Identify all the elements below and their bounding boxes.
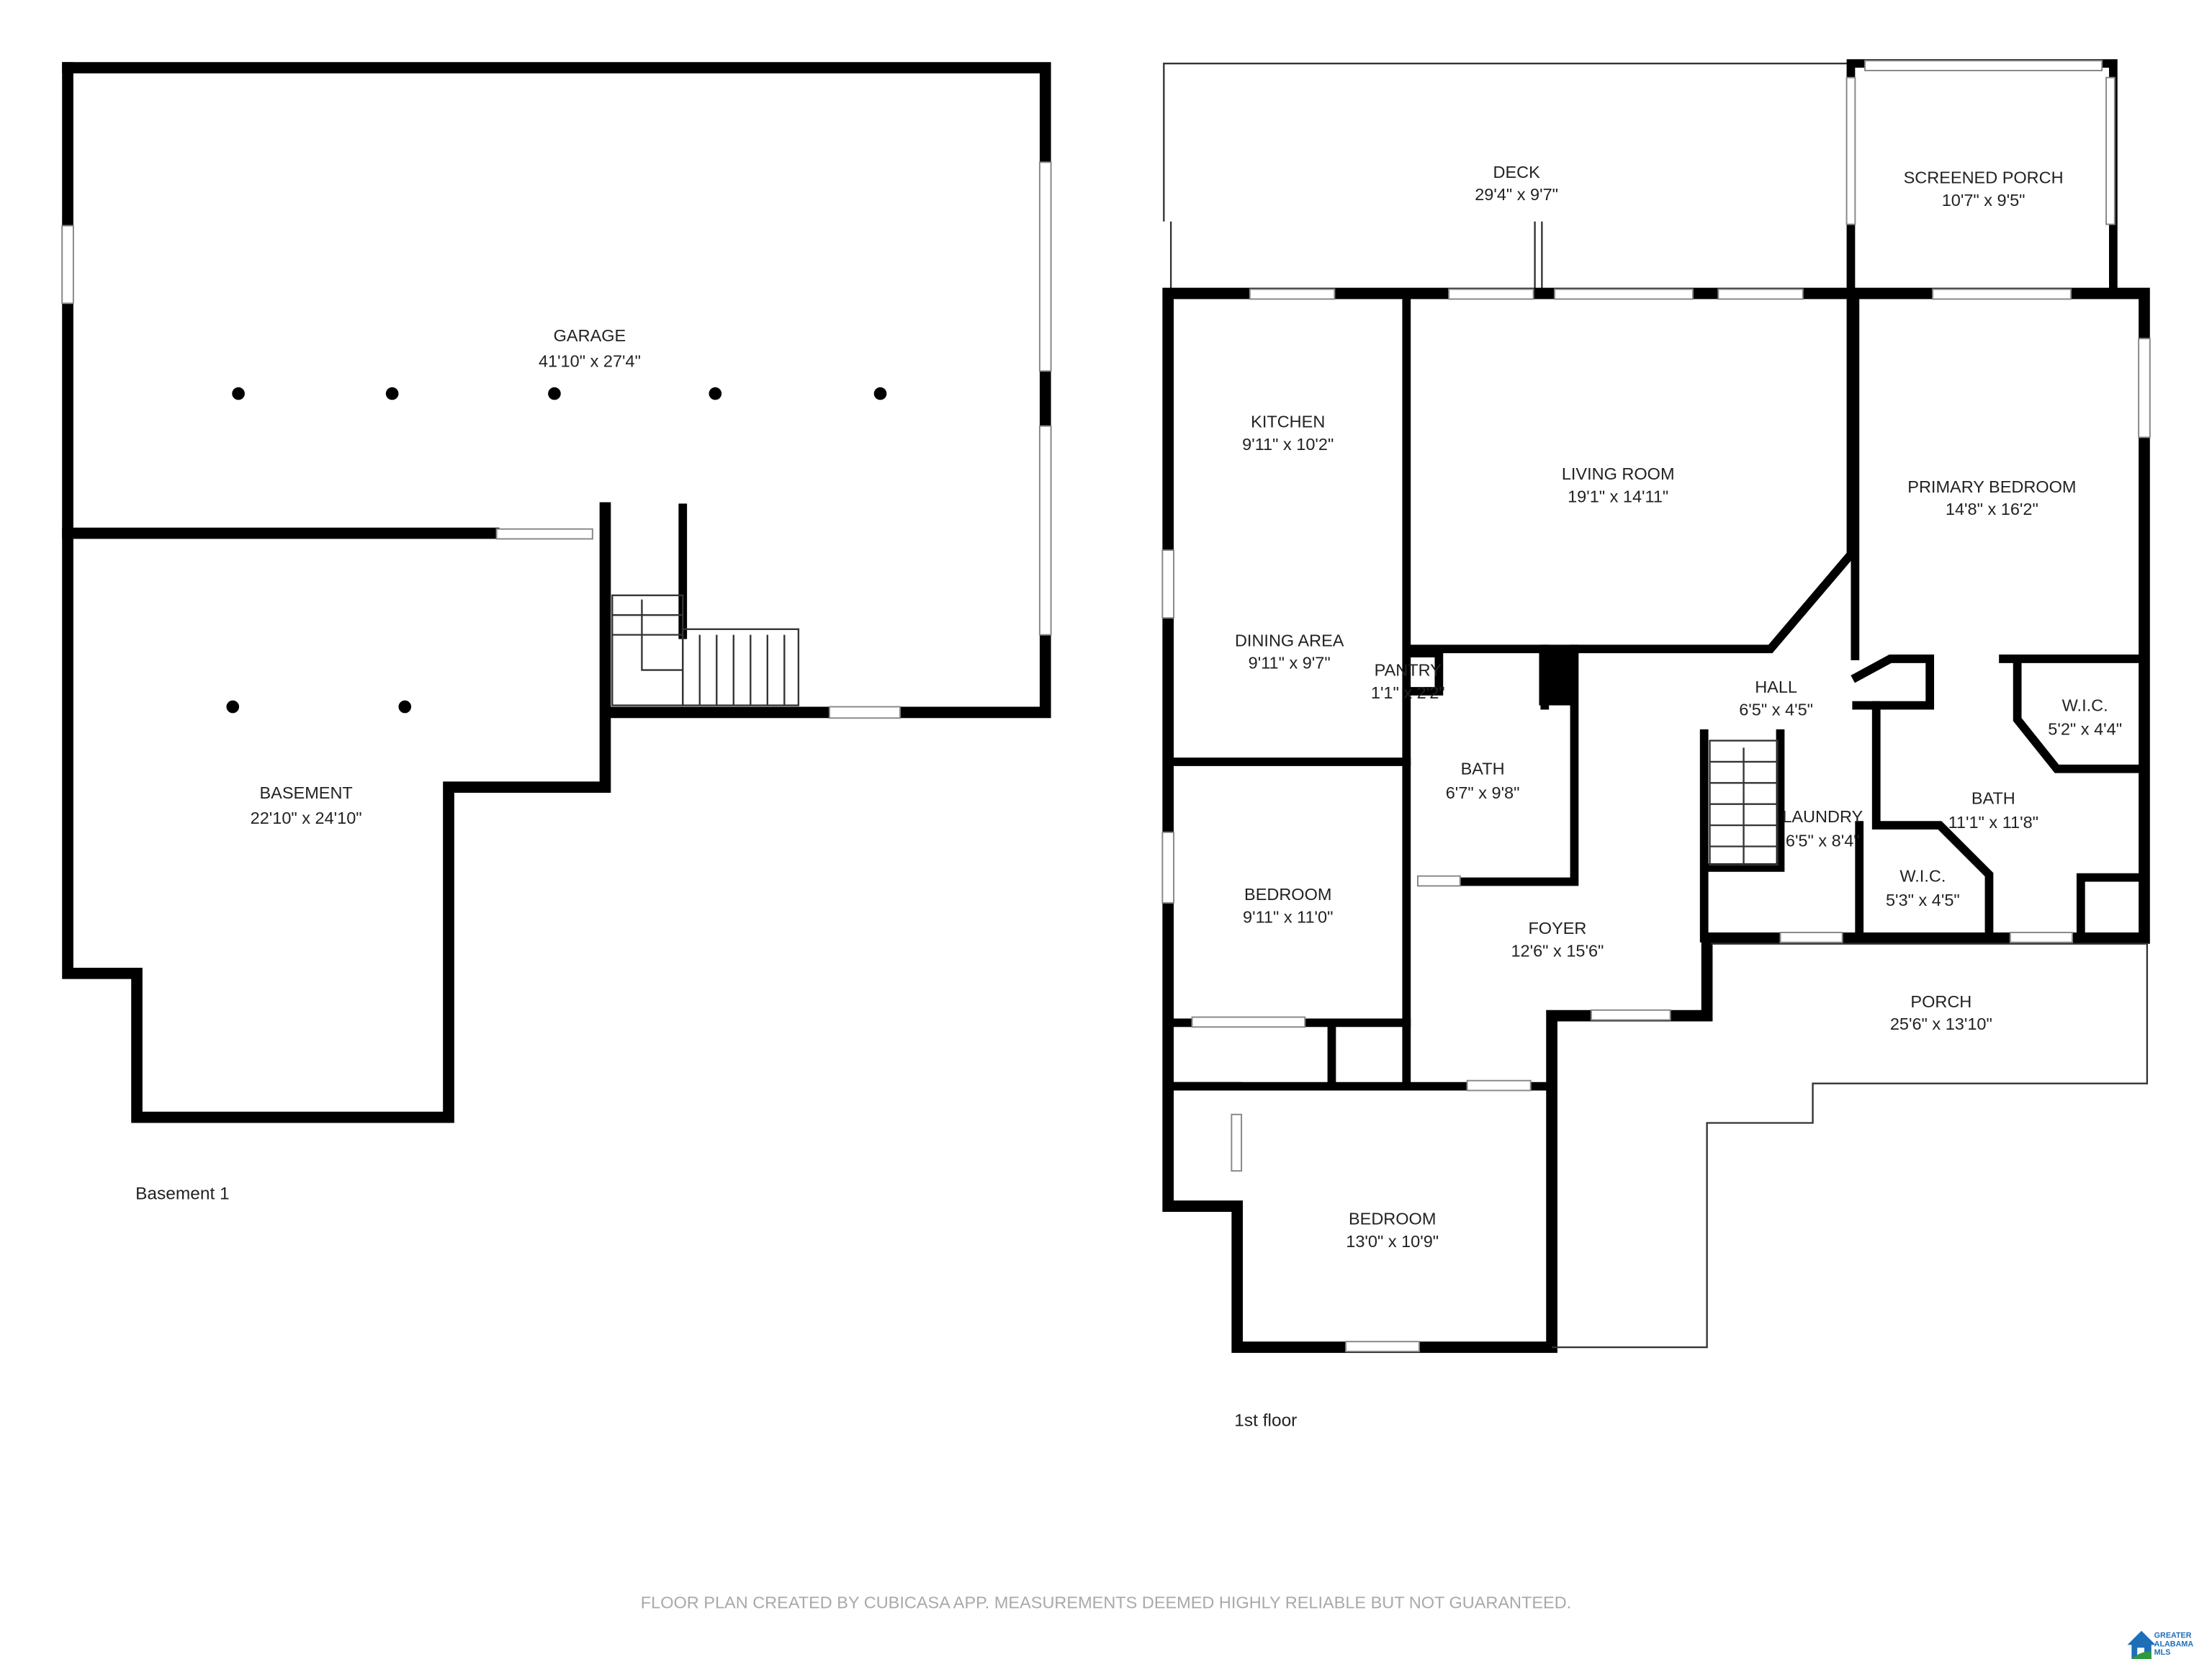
level-label: Basement 1 — [135, 1184, 230, 1203]
support-posts — [226, 387, 887, 714]
room-size: 9'11" x 9'7" — [1249, 654, 1331, 673]
disclaimer: FLOOR PLAN CREATED BY CUBICASA APP. MEAS… — [641, 1593, 1571, 1611]
room-size: 25'6" x 13'10" — [1890, 1015, 1992, 1033]
screen-panel — [2105, 76, 2116, 225]
room-size: 41'10" x 27'4" — [539, 351, 641, 370]
room-name: LAUNDRY — [1782, 807, 1863, 826]
first-floor-stairs — [1709, 739, 1779, 866]
room-size: 13'0" x 10'9" — [1346, 1232, 1439, 1251]
room-name: BASEMENT — [260, 783, 353, 802]
room-size: 22'10" x 24'10" — [251, 809, 362, 827]
first-floor-plan: DECK 29'4" x 9'7" SCREENED PORCH 10'7" x… — [1161, 59, 2151, 1431]
first-floor-outer-wall — [1162, 287, 2150, 1353]
room-name: KITCHEN — [1251, 413, 1325, 431]
basement-stairs — [611, 594, 800, 706]
window — [61, 225, 74, 305]
svg-text:MLS: MLS — [2154, 1648, 2171, 1657]
room-size: 14'8" x 16'2" — [1946, 500, 2038, 518]
room-name: FOYER — [1528, 919, 1586, 938]
room-size: 9'11" x 11'0" — [1243, 907, 1333, 926]
room-size: 29'4" x 9'7" — [1475, 185, 1558, 204]
chimney — [1539, 649, 1573, 706]
room-name: GARAGE — [554, 326, 626, 345]
room-size: 1'1" x 2'2" — [1371, 683, 1445, 702]
room-size: 5'2" x 4'4" — [2048, 720, 2122, 739]
window — [1038, 161, 1052, 372]
room-name: HALL — [1755, 678, 1797, 696]
level-label: 1st floor — [1234, 1411, 1297, 1431]
room-name: BEDROOM — [1244, 885, 1331, 904]
svg-text:ALABAMA: ALABAMA — [2154, 1640, 2194, 1648]
room-size: 5'3" x 4'5" — [1886, 891, 1960, 909]
windows — [1161, 288, 2151, 1352]
room-name: SCREENED PORCH — [1904, 168, 2064, 187]
porch-outline — [1552, 943, 2149, 1349]
room-size: 9'11" x 10'2" — [1242, 435, 1334, 454]
door-opening — [829, 706, 901, 719]
door-opening — [495, 528, 593, 540]
basement-plan: GARAGE 41'10" x 27'4" BASEMENT 22'10" x … — [61, 62, 1052, 1203]
room-size: 19'1" x 14'11" — [1568, 487, 1668, 505]
room-size: 6'5" x 8'4" — [1786, 832, 1860, 850]
deck-outline — [1163, 62, 1848, 294]
room-size: 12'6" x 15'6" — [1511, 941, 1604, 960]
screen-panel — [1845, 76, 1856, 225]
window — [1038, 425, 1052, 636]
room-name: LIVING ROOM — [1562, 464, 1675, 483]
room-size: 6'7" x 9'8" — [1446, 783, 1520, 802]
room-name: BATH — [1972, 789, 2015, 808]
svg-text:GREATER: GREATER — [2154, 1632, 2192, 1640]
garage-outer-wall — [62, 62, 1051, 719]
screen-panel — [1864, 60, 2103, 71]
room-name: BEDROOM — [1349, 1210, 1436, 1228]
basement-outer-wall — [62, 62, 611, 1123]
room-name: BATH — [1461, 760, 1505, 778]
room-name: PRIMARY BEDROOM — [1907, 477, 2076, 496]
room-size: 11'1" x 11'8" — [1948, 813, 2038, 832]
room-name: DECK — [1493, 163, 1540, 181]
greater-alabama-mls-logo: GREATER ALABAMA MLS — [2127, 1630, 2194, 1659]
room-name: PORCH — [1910, 992, 1972, 1011]
room-name: W.I.C. — [1899, 866, 1946, 885]
interior-walls — [1166, 296, 2143, 1091]
room-name: DINING AREA — [1235, 631, 1344, 649]
room-name: W.I.C. — [2062, 696, 2108, 714]
room-size: 10'7" x 9'5" — [1942, 191, 2026, 210]
room-size: 6'5" x 4'5" — [1739, 700, 1813, 719]
room-name: PANTRY — [1375, 660, 1442, 679]
